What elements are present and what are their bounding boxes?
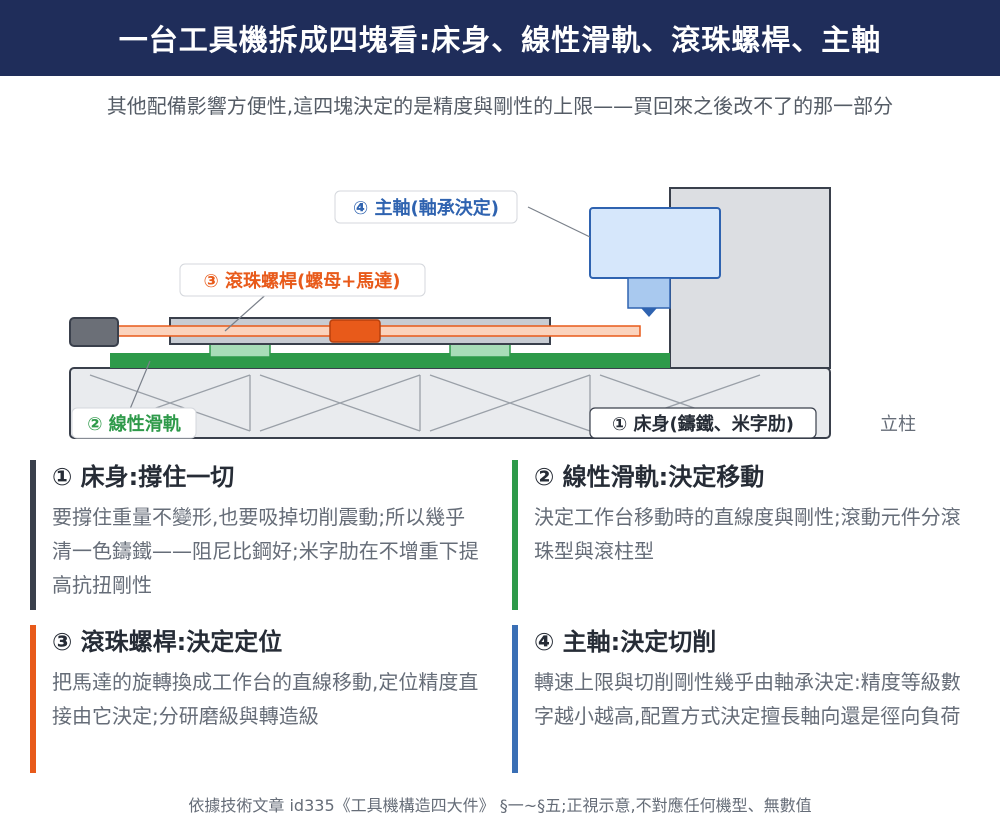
header-banner: 一台工具機拆成四塊看:床身、線性滑軌、滾珠螺桿、主軸 bbox=[0, 0, 1000, 76]
card-bed: ① 床身:撐住一切 要撐住重量不變形,也要吸掉切削震動;所以幾乎清一色鑄鐵——阻… bbox=[30, 460, 480, 610]
spindle-tool bbox=[641, 308, 657, 317]
card-spindle-title: ④ 主軸:決定切削 bbox=[534, 628, 717, 656]
rail-leader bbox=[129, 360, 151, 410]
card-ballscrew-body: 把馬達的旋轉換成工作台的直線移動,定位精度直接由它決定;分研磨級與轉造級 bbox=[52, 670, 479, 728]
label-rail-text: ② 線性滑軌 bbox=[87, 413, 181, 435]
page-subtitle: 其他配備影響方便性,這四塊決定的是精度與剛性的上限——買回來之後改不了的那一部分 bbox=[106, 94, 894, 118]
label-spindle-text: ④ 主軸(軸承決定) bbox=[353, 197, 499, 219]
label-column: 立柱 bbox=[880, 414, 916, 435]
rail-slider-left bbox=[209, 342, 271, 358]
card-rail-title: ② 線性滑軌:決定移動 bbox=[534, 463, 765, 491]
label-ballscrew-text: ③ 滾珠螺桿(螺母+馬達) bbox=[203, 270, 400, 292]
label-bed-text: ① 床身(鑄鐵、米字肋) bbox=[612, 413, 794, 435]
ballscrew-nut bbox=[329, 319, 381, 343]
card-ballscrew-title: ③ 滾珠螺桿:決定定位 bbox=[52, 628, 283, 656]
card-rail: ② 線性滑軌:決定移動 決定工作台移動時的直線度與剛性;滾動元件分滾珠型與滾柱型 bbox=[512, 460, 962, 610]
label-ballscrew: ③ 滾珠螺桿(螺母+馬達) bbox=[179, 263, 426, 297]
label-rail: ② 線性滑軌 bbox=[71, 407, 197, 439]
ballscrew-leader bbox=[224, 290, 271, 332]
page-title: 一台工具機拆成四塊看:床身、線性滑軌、滾珠螺桿、主軸 bbox=[118, 23, 882, 57]
card-rail-body: 決定工作台移動時的直線度與剛性;滾動元件分滾珠型與滾柱型 bbox=[534, 505, 961, 563]
card-bed-title: ① 床身:撐住一切 bbox=[52, 463, 235, 491]
label-bed: ① 床身(鑄鐵、米字肋) bbox=[589, 407, 817, 439]
bed-ribs bbox=[89, 374, 761, 432]
label-spindle: ④ 主軸(軸承決定) bbox=[334, 190, 518, 224]
card-ballscrew: ③ 滾珠螺桿:決定定位 把馬達的旋轉換成工作台的直線移動,定位精度直接由它決定;… bbox=[30, 625, 480, 773]
card-spindle-body: 轉速上限與切削剛性幾乎由軸承決定:精度等級數字越小越高,配置方式決定擅長軸向還是… bbox=[534, 670, 961, 728]
rail-slider-right bbox=[449, 342, 511, 358]
spindle-nose bbox=[627, 277, 671, 309]
motor-block bbox=[69, 317, 119, 347]
linear-rail bbox=[110, 353, 670, 368]
card-bed-body: 要撐住重量不變形,也要吸掉切削震動;所以幾乎清一色鑄鐵——阻尼比鋼好;米字肋在不… bbox=[52, 505, 479, 597]
machine-diagram: ④ 主軸(軸承決定) ③ 滾珠螺桿(螺母+馬達) ② 線性滑軌 ① 床身(鑄鐵、… bbox=[0, 175, 1000, 445]
spindle-head bbox=[589, 207, 721, 279]
spindle-leader bbox=[527, 206, 591, 238]
card-spindle: ④ 主軸:決定切削 轉速上限與切削剛性幾乎由軸承決定:精度等級數字越小越高,配置… bbox=[512, 625, 962, 773]
footer-note: 依據技術文章 id335《工具機構造四大件》 §一~§五;正視示意,不對應任何機… bbox=[188, 796, 812, 815]
